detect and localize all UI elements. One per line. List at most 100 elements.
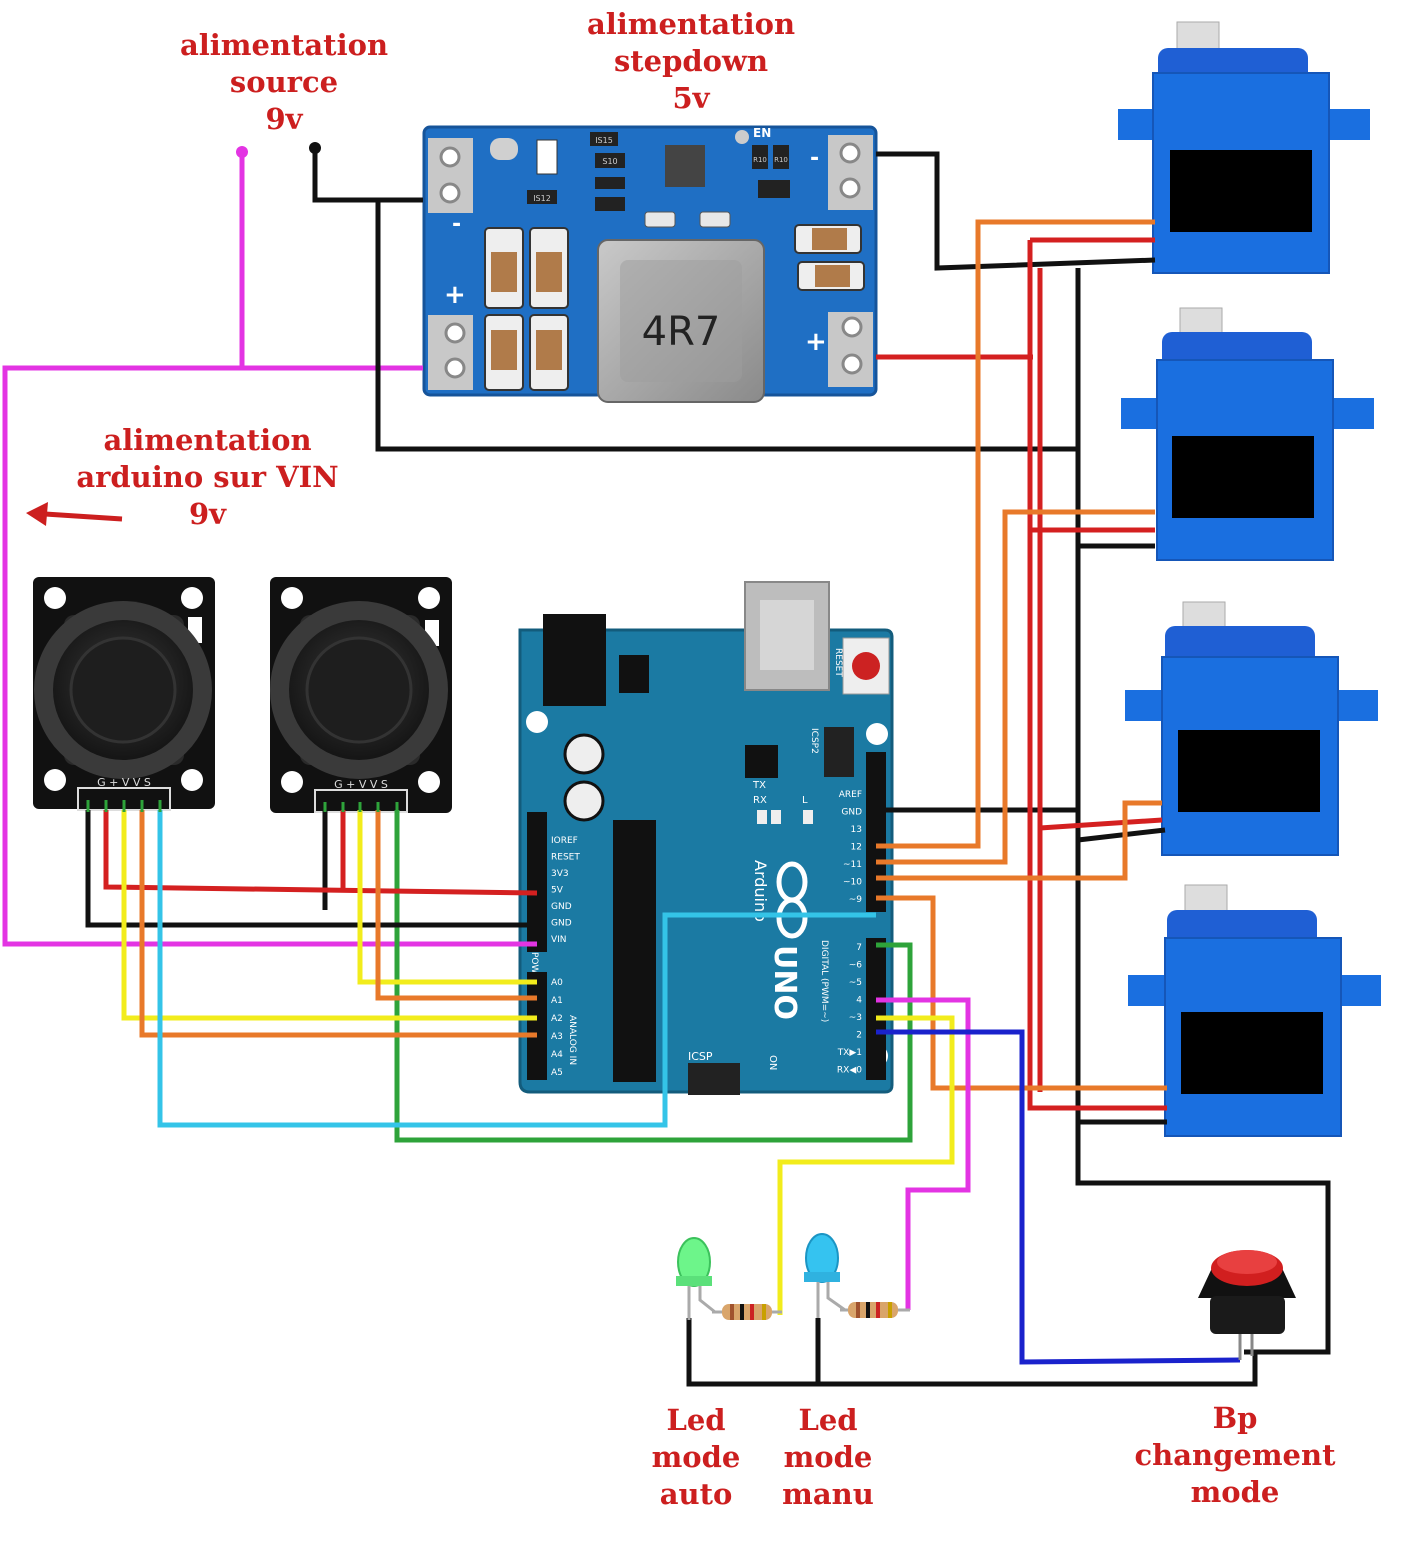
power-pin-label-0: IOREF bbox=[551, 836, 578, 846]
servo-motor-4 bbox=[1128, 884, 1381, 1137]
smd-label-2: S10 bbox=[602, 157, 617, 166]
wire-cyan-joy1 bbox=[157, 810, 876, 1128]
stepdown-converter: - + - + EN IS15 S10 IS12 R10 R10 bbox=[422, 125, 878, 403]
power-pin-label-2: 3V3 bbox=[551, 869, 569, 879]
label-alimentation-source: alimentation source 9v bbox=[170, 27, 398, 138]
arduino-model: UNO bbox=[767, 945, 802, 1020]
analog-pin-label-4: A4 bbox=[551, 1050, 563, 1060]
analog-pin-label-0: A0 bbox=[551, 978, 563, 988]
joystick-2-pins: G + V V S bbox=[334, 778, 388, 791]
on-label: ON bbox=[767, 1055, 778, 1070]
smd-label-4: R10 bbox=[753, 156, 767, 164]
digital-bottom-pin-label-6: TX▶1 bbox=[837, 1048, 862, 1058]
wire-yellow-led-auto bbox=[777, 1015, 955, 1315]
joystick-pin-leads bbox=[86, 800, 399, 812]
power-pin-label-6: VIN bbox=[551, 935, 567, 945]
label-vin-line3: 9v bbox=[188, 497, 227, 531]
wire-yellow-joy1 bbox=[121, 810, 537, 1021]
servo-motor-3 bbox=[1125, 601, 1378, 856]
digital-top-pin-label-6: ~9 bbox=[849, 895, 863, 905]
label-stepdown-line2: stepdown bbox=[613, 44, 769, 78]
wire-orange-servo2 bbox=[876, 509, 1155, 865]
analog-pin-label-1: A1 bbox=[551, 996, 563, 1006]
digital-top-pin-label-3: 12 bbox=[851, 843, 862, 853]
led-blue bbox=[804, 1233, 846, 1318]
power-header: POWER bbox=[529, 952, 539, 985]
inductor: 4R7 bbox=[597, 239, 765, 403]
digital-header: DIGITAL (PWM=~) bbox=[819, 940, 829, 1022]
digital-bottom-pin-label-7: RX◀0 bbox=[837, 1066, 862, 1076]
stepdown-en-label: EN bbox=[753, 126, 771, 140]
servo-motor-1 bbox=[1118, 21, 1370, 274]
resistor-1 bbox=[712, 1304, 782, 1320]
label-led-manu: Led mode manu bbox=[772, 1402, 884, 1513]
wire-blue-button bbox=[876, 1029, 1241, 1365]
wire-orange-joy1 bbox=[139, 810, 537, 1038]
digital-bottom-pin-label-4: ~3 bbox=[849, 1013, 862, 1023]
arduino-logo bbox=[776, 861, 808, 939]
wire-magenta-feed bbox=[2, 365, 537, 947]
icsp2-label: ICSP2 bbox=[809, 728, 819, 754]
wire-black-led-gnd bbox=[686, 1318, 1258, 1387]
digital-bottom-pin-label-0: 7 bbox=[856, 943, 862, 953]
stepdown-plus-in: + bbox=[444, 280, 466, 310]
digital-top-pin-label-4: ~11 bbox=[843, 860, 862, 870]
wire-red-joy1 bbox=[103, 810, 538, 896]
wire-black-servo3 bbox=[1077, 827, 1166, 843]
label-led-manu-line1: Led bbox=[798, 1403, 858, 1437]
wire-red-servo3 bbox=[1039, 817, 1163, 831]
label-led-auto-line3: auto bbox=[659, 1477, 733, 1511]
digital-top-pin-label-1: GND bbox=[841, 808, 862, 818]
inductor-value: 4R7 bbox=[642, 309, 721, 355]
wire-yellow-joy2 bbox=[357, 810, 537, 985]
analog-pin-label-3: A3 bbox=[551, 1032, 563, 1042]
smd-label-1: IS15 bbox=[595, 136, 613, 145]
label-vin-line2: arduino sur VIN bbox=[76, 460, 339, 494]
digital-bottom-pin-label-2: ~5 bbox=[849, 978, 862, 988]
resistor-2 bbox=[840, 1302, 910, 1318]
label-led-auto-line2: mode bbox=[651, 1440, 741, 1474]
wire-green-joy bbox=[394, 810, 913, 1143]
wire-magenta-led-manu bbox=[876, 997, 971, 1310]
joystick-module-1: G + V V S bbox=[33, 577, 215, 811]
digital-top-pin-label-5: ~10 bbox=[843, 878, 862, 888]
wire-orange-servo3 bbox=[876, 800, 1162, 881]
stepdown-minus-out: - bbox=[810, 146, 819, 171]
reset-label: RESET bbox=[833, 648, 843, 677]
analog-pin-label-5: A5 bbox=[551, 1068, 563, 1078]
power-pin-label-5: GND bbox=[551, 919, 572, 929]
joystick-1-pins: G + V V S bbox=[97, 776, 151, 789]
power-pin-label-3: 5V bbox=[551, 886, 564, 896]
stepdown-input-terminals bbox=[428, 138, 473, 390]
label-led-manu-line2: mode bbox=[783, 1440, 873, 1474]
label-bp-line2: changement bbox=[1134, 1438, 1336, 1472]
arrow-left-icon bbox=[26, 502, 123, 526]
arduino-uno: RESET ICSP2 TX RX L Arduino UNO DIGITAL … bbox=[518, 581, 894, 1095]
label-alimentation-stepdown: alimentation stepdown 5v bbox=[580, 6, 802, 117]
digital-top-pin-label-2: 13 bbox=[851, 825, 862, 835]
icsp-label: ICSP bbox=[688, 1050, 713, 1063]
label-stepdown-line1: alimentation bbox=[586, 7, 796, 41]
power-pin-label-1: RESET bbox=[551, 853, 580, 863]
tx-label: TX bbox=[752, 780, 766, 791]
digital-bottom-pin-label-1: ~6 bbox=[849, 961, 863, 971]
l-label: L bbox=[802, 795, 808, 806]
push-button bbox=[1198, 1250, 1296, 1360]
label-bp-changement: Bp changement mode bbox=[1130, 1400, 1340, 1511]
arduino-brand: Arduino bbox=[751, 860, 770, 922]
analog-header: ANALOG IN bbox=[567, 1015, 577, 1065]
label-led-manu-line3: manu bbox=[782, 1477, 874, 1511]
smd-label-5: R10 bbox=[774, 156, 788, 164]
stepdown-minus-in: - bbox=[452, 212, 461, 237]
label-stepdown-line3: 5v bbox=[672, 81, 710, 115]
rx-label: RX bbox=[753, 795, 767, 806]
wire-black-gnd-bus bbox=[375, 200, 1078, 452]
label-vin-line1: alimentation bbox=[103, 423, 312, 457]
stepdown-output-terminals bbox=[828, 135, 873, 387]
label-source-line3: 9v bbox=[265, 102, 303, 136]
digital-bottom-pin-label-3: 4 bbox=[856, 996, 862, 1006]
wire-black-source-gnd bbox=[312, 148, 423, 203]
